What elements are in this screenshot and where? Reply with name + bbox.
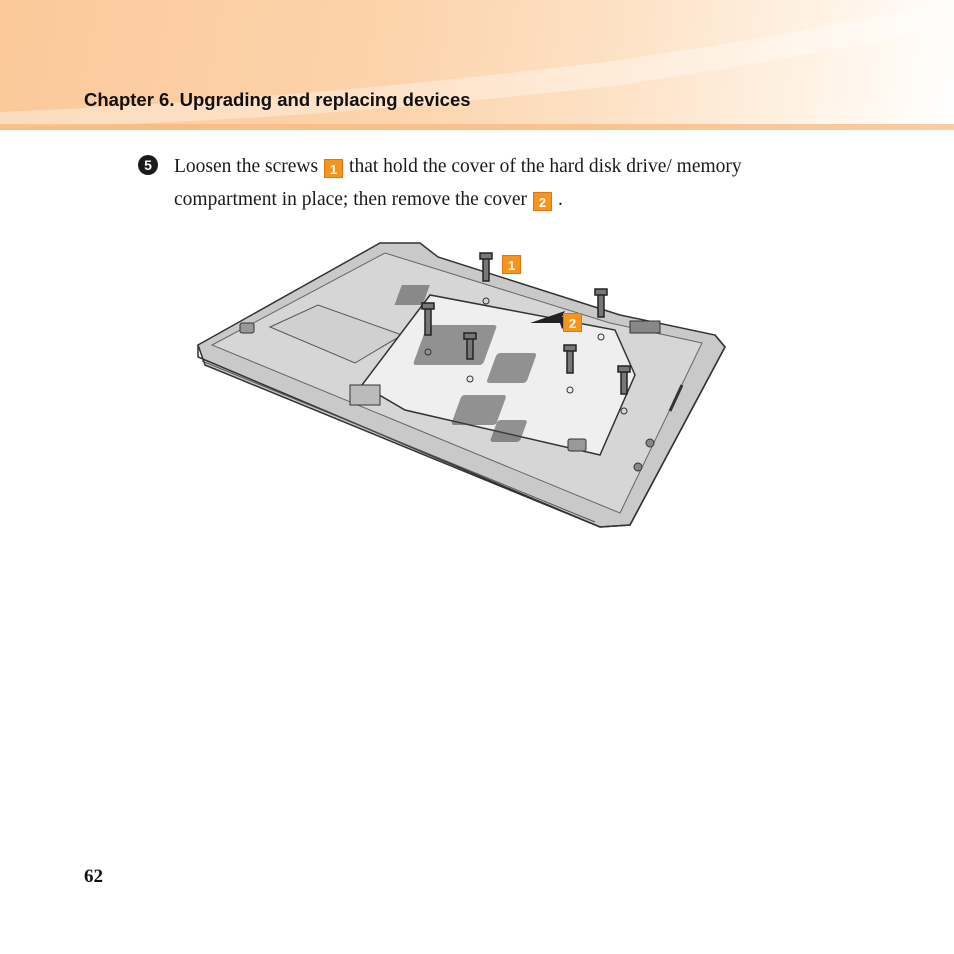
- header-swoosh: [0, 0, 954, 130]
- step-text-part2: that hold the cover of the hard disk dri…: [174, 156, 742, 210]
- step-text-part1: Loosen the screws: [174, 156, 319, 177]
- step-number-badge: 5: [138, 155, 158, 175]
- laptop-underside-drawing: [197, 242, 726, 528]
- callout-screws-inline: 1: [324, 159, 344, 178]
- callout-screws: 1: [502, 255, 521, 274]
- header-band: [0, 0, 954, 130]
- callout-cover: 2: [563, 313, 582, 332]
- chapter-title: Chapter 6. Upgrading and replacing devic…: [84, 89, 471, 110]
- laptop-bottom-illustration: 1 2: [190, 235, 735, 535]
- step-text-end: .: [558, 189, 563, 210]
- page-number: 62: [84, 866, 103, 887]
- callout-cover-inline: 2: [533, 192, 553, 211]
